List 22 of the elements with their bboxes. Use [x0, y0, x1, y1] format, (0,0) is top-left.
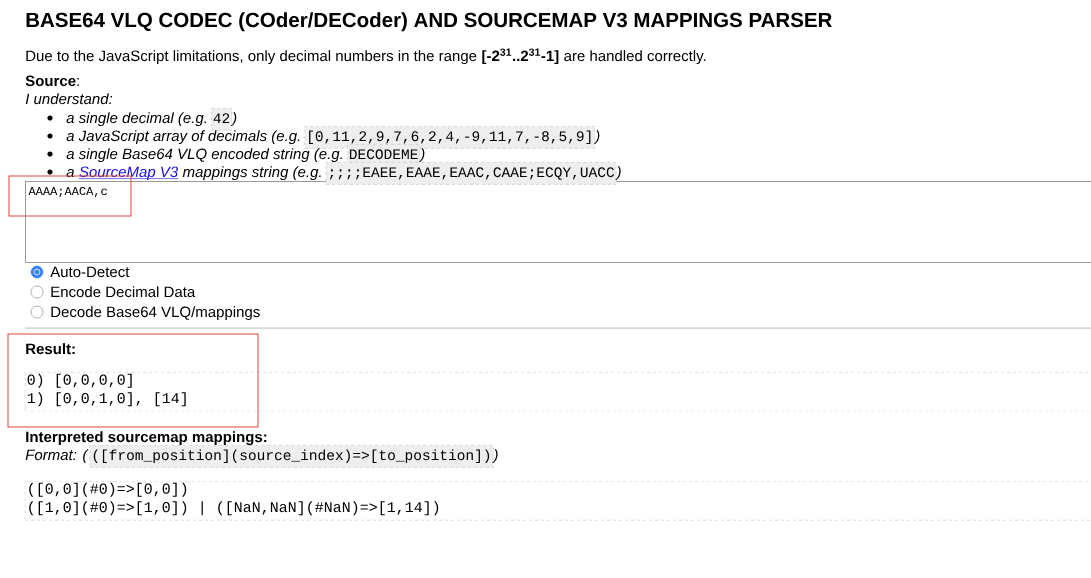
body-text: )	[492, 449, 498, 464]
body-text: Source:	[25, 75, 79, 87]
radio-button: Encode Decimal Data	[30, 285, 196, 299]
body-text: Format: (	[25, 449, 89, 464]
body-text: are handled correctly.	[564, 50, 706, 65]
code-sample: 42	[211, 108, 232, 131]
list-item-text: a single Base64 VLQ encoded string (e.g.	[66, 148, 342, 163]
list-item-text: a single decimal (e.g.	[66, 112, 207, 127]
output-box: ([0,0](#0)=>[0,0]) ([1,0](#0)=>[1,0]) | ([NaN,NaN](#NaN)=>[1,14])	[25, 481, 1091, 521]
heading-text: Result:	[26, 343, 75, 355]
body-text: Due to the JavaScript limitations, only decimal numbers in the range	[26, 50, 477, 65]
radio-button: Decode Base64 VLQ/mappings	[30, 305, 260, 321]
body-text: I understand:	[25, 93, 113, 105]
radio-button: Auto-Detect	[30, 265, 130, 279]
heading-text: [-2$^{31}$..2$^{31}$-1]	[482, 48, 559, 65]
heading-text: Interpreted sourcemap mappings:	[26, 431, 267, 446]
page-title: BASE64 VLQ CODEC (COder/DECoder) AND SOURCEMAP V3 MAPPINGS PARSER	[26, 12, 832, 32]
list-item-text: a JavaScript array of decimals (e.g.	[66, 130, 300, 145]
body-text: )	[230, 112, 237, 127]
output-box: 0) [0,0,0,0] 1) [0,0,1,0], [14]	[25, 372, 1091, 412]
body-text: )	[418, 148, 425, 163]
body-text: )	[593, 130, 600, 145]
